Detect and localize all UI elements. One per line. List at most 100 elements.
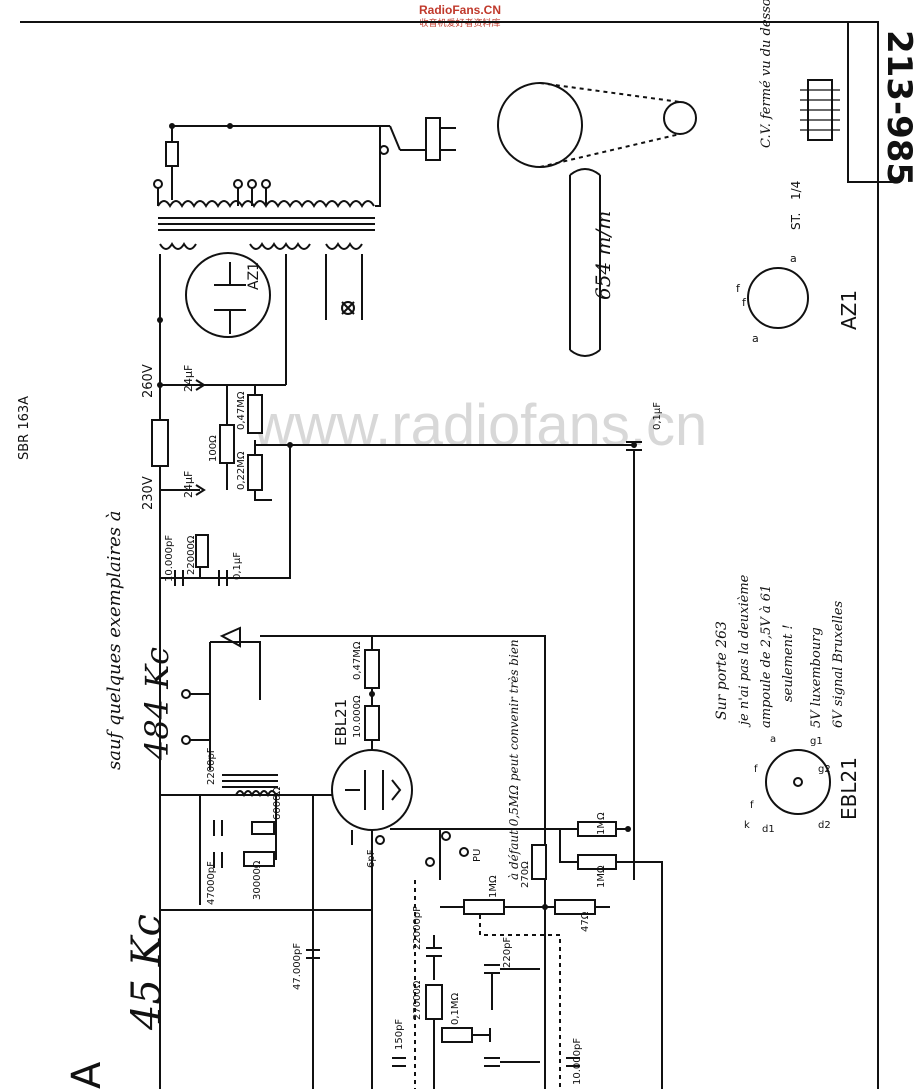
resistor-100r	[219, 424, 235, 464]
lbl-100r: 100Ω	[208, 435, 219, 462]
voltage-taps	[153, 179, 271, 206]
voltage-label-230: 230V	[141, 476, 156, 510]
ebl21-pin-d2: d2	[818, 820, 831, 831]
reference-number: 213-985	[879, 30, 919, 186]
pot-note: à défaut 0,5MΩ peut convenir très bien	[507, 639, 521, 880]
az1-pinout: AZ1 a f f a	[736, 252, 861, 345]
ebl21-pinout-label: EBL21	[837, 757, 861, 820]
handwritten-notes: Sur porte 263 je n'ai pas la deuxième am…	[714, 574, 846, 728]
lbl-6000r: 6000Ω	[272, 787, 283, 820]
lbl-47000pf-b: 47.000pF	[292, 943, 303, 990]
output-transformer-core	[222, 774, 278, 788]
resistor-047m-b	[364, 649, 380, 689]
cap-01uf-top	[626, 441, 642, 460]
lbl-1m-b: 1MΩ	[596, 865, 607, 888]
lbl-047m: 0,47MΩ	[236, 391, 247, 430]
lbl-10000pf: 10.000pF	[164, 535, 175, 582]
az1-pin-a1: a	[790, 252, 797, 265]
az1-pin-f1: f	[736, 282, 741, 295]
lbl-27000r: 27000Ω	[412, 980, 423, 1020]
speaker-icon	[219, 626, 241, 648]
lbl-47r: 47Ω	[580, 911, 591, 932]
transformer-core	[158, 217, 375, 231]
note-line-2: je n'ai pas la deuxième	[737, 574, 752, 728]
resistor-047m	[247, 394, 263, 434]
lbl-47000pf: 47000pF	[206, 861, 217, 905]
variable-capacitor-detail: C.V. fermé vu du dessous 1/4 ST.	[759, 0, 840, 230]
resistor-10000r	[364, 705, 380, 741]
output-stage: 0,47MΩ 10.000Ω EBL21 2200pF 6000Ω 47000p…	[160, 626, 413, 1089]
site-header: RadioFans.CN	[419, 3, 501, 17]
resistor-6000r	[251, 821, 275, 835]
pu-label: PU	[472, 849, 483, 862]
dial-cord-diagram: 654 m/m	[497, 82, 697, 357]
lbl-022m: 0,22MΩ	[236, 451, 247, 490]
ebl21-pin-k: k	[744, 820, 750, 831]
lbl-22000pf: 22000pF	[412, 906, 423, 950]
cv-note: C.V. fermé vu du dessous	[759, 0, 774, 148]
ebl21-label: EBL21	[332, 699, 350, 746]
filter-resistor	[151, 419, 169, 467]
note-line-6: 6V signal Bruxelles	[831, 600, 846, 728]
lbl-047m-b: 0,47MΩ	[352, 641, 363, 680]
lbl-270r: 270Ω	[520, 861, 531, 888]
mains-plug	[425, 117, 441, 161]
note-line-1: Sur porte 263	[714, 621, 730, 720]
if-frequency-a: 45 Kc	[124, 914, 170, 1031]
cv-label-a: 1/4	[789, 181, 803, 200]
lbl-6pf: 6pF	[366, 849, 377, 868]
transformer-primary	[157, 200, 375, 208]
resistor-30000r	[243, 851, 275, 867]
lbl-01m: 0,1MΩ	[450, 992, 461, 1025]
power-supply: AZ1 260V 230V 24µF 24µF 0,47MΩ 100Ω 0,22…	[141, 117, 663, 1089]
az1-label: AZ1	[246, 262, 262, 290]
lbl-2200pf: 2200pF	[206, 747, 217, 785]
resistor-270r	[531, 844, 547, 880]
reference-box: 213-985	[847, 22, 919, 186]
lbl-01uf-dec: 0,1µF	[232, 552, 243, 580]
resistor-01m	[441, 1027, 473, 1043]
note-line-3: ampoule de 2,5V à 61	[759, 585, 774, 728]
lbl-10000r: 10.000Ω	[352, 695, 363, 738]
potentiometer-1m	[463, 899, 505, 915]
lbl-30000r: 30000Ω	[252, 860, 263, 900]
transformer-secondary	[159, 242, 363, 250]
electrolytic-caps	[195, 379, 206, 496]
mains-switch	[389, 125, 430, 151]
ebl21-pin-f1: f	[750, 800, 754, 811]
model-code: SBR 163A	[17, 396, 32, 460]
az1-rectifier: AZ1	[185, 252, 271, 338]
lbl-220pf: 220pF	[502, 937, 513, 968]
shielded-cable	[479, 915, 561, 1089]
az1-pin-a2: a	[752, 332, 759, 345]
ebl21-pin-f2: f	[754, 764, 758, 775]
ebl21-pin-d1: d1	[762, 824, 775, 835]
dial-length: 654 m/m	[591, 211, 615, 300]
az1-pinout-label: AZ1	[837, 290, 861, 330]
cap-24uf-a: 24µF	[182, 365, 195, 392]
sheet-letter: A	[64, 1061, 110, 1089]
cap-24uf-b: 24µF	[182, 471, 195, 498]
voltage-label-260: 260V	[141, 364, 156, 398]
decoupling-network: 10.000pF 22000Ω 0,1µF	[160, 534, 243, 586]
note-line-4: seulement !	[781, 624, 796, 702]
lbl-150pf: 150pF	[394, 1019, 405, 1050]
ebl21-pin-g2: g2	[818, 764, 831, 775]
if-note: sauf quelques exemplaires à	[104, 511, 125, 770]
lbl-1m-a: 1MΩ	[596, 812, 607, 835]
lbl-01uf-top: 0,1µF	[652, 402, 663, 430]
cv-label-b: ST.	[789, 213, 803, 230]
az1-pin-f2: f	[742, 296, 747, 309]
if-frequency-b: 484 Kc	[138, 647, 176, 761]
ebl21-pin-a: a	[770, 734, 776, 745]
audio-input-section: 1MΩ 270Ω 1MΩ 1MΩ 47Ω PU à défaut 0,5MΩ p…	[372, 635, 663, 1089]
lbl-22000r: 22000Ω	[186, 535, 197, 575]
sheet-border	[20, 21, 879, 1089]
ebl21-pinout: EBL21 d1 d2 g2 g1 f f k a	[744, 734, 861, 835]
note-line-5: 5V luxembourg	[809, 627, 824, 728]
resistor-27000r	[425, 984, 443, 1020]
watermark: www.radiofans.cn	[252, 393, 708, 458]
lbl-pot-1m: 1MΩ	[488, 875, 499, 898]
fuse	[165, 141, 179, 167]
